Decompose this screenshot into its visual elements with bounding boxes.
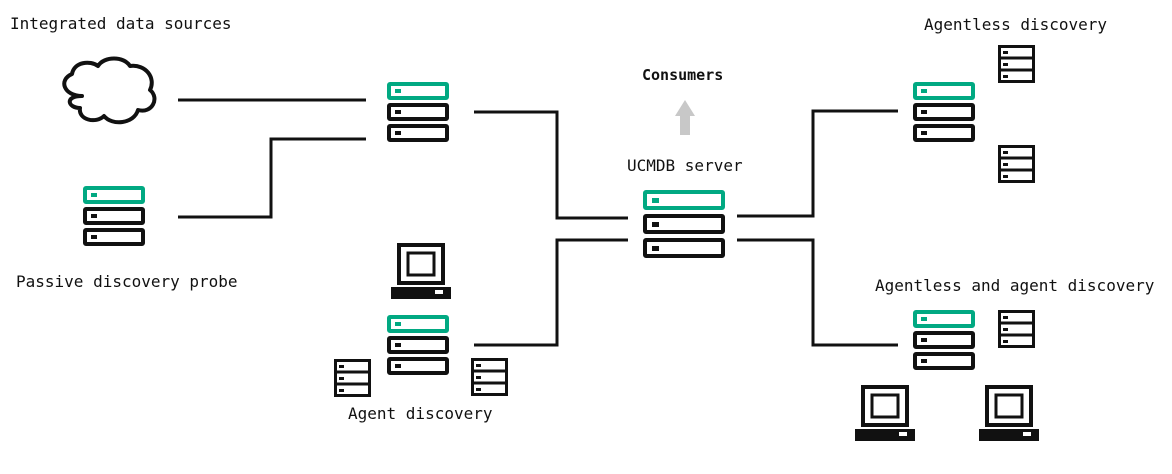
agentless-server-icon	[913, 82, 975, 142]
ucmdb-to-agentless-agent-line	[737, 238, 898, 347]
ucmdb-server-icon	[643, 190, 725, 258]
agent-server-icon	[387, 315, 449, 375]
consumers-label: Consumers	[642, 66, 723, 84]
ucmdb-to-agentless-line	[737, 109, 898, 218]
agentless-label: Agentless discovery	[924, 15, 1107, 34]
integrated-sources-label: Integrated data sources	[10, 14, 232, 33]
agentless-agent-label: Agentless and agent discovery	[875, 276, 1155, 295]
agentless-agent-server-icon	[913, 310, 975, 370]
passive-probe-label: Passive discovery probe	[16, 272, 238, 291]
agentless-small-server-top-icon	[998, 45, 1035, 83]
agent-small-server-right-icon	[471, 358, 508, 396]
integration-server-icon	[387, 82, 449, 142]
cloud-icon	[62, 56, 157, 125]
collector-to-ucmdb-line	[474, 110, 628, 220]
probe-to-collector-line	[178, 137, 366, 219]
agentless-agent-computer-left-icon	[853, 385, 917, 443]
agentless-small-server-bottom-icon	[998, 145, 1035, 183]
agent-small-server-left-icon	[334, 359, 371, 397]
agent-computer-icon	[389, 243, 453, 301]
connection-lines	[178, 98, 898, 347]
agentless-agent-small-server-icon	[998, 310, 1035, 348]
arrow-up-icon	[675, 100, 695, 135]
agent-discovery-label: Agent discovery	[348, 404, 493, 423]
passive-probe-server-icon	[83, 186, 145, 246]
agent-to-ucmdb-line	[474, 238, 628, 347]
ucmdb-server-label: UCMDB server	[627, 156, 743, 175]
agentless-agent-computer-right-icon	[977, 385, 1041, 443]
